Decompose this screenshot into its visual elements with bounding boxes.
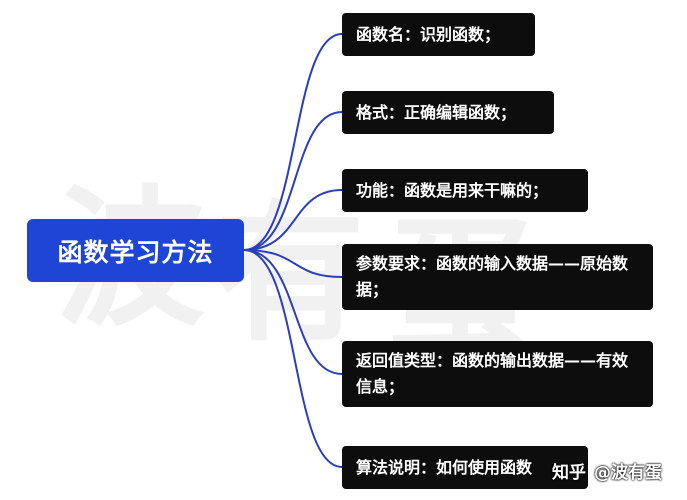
connector-3 (243, 249, 343, 278)
branch-node-label: 算法说明：如何使用函数 (356, 457, 533, 477)
branch-node-label: 返回值类型：函数的输出数据——有效信息； (356, 351, 629, 396)
connector-2 (243, 189, 343, 251)
connector-4 (243, 249, 343, 375)
root-node: 函数学习方法 (27, 219, 244, 282)
root-node-label: 函数学习方法 (57, 237, 214, 267)
source-credit: 知乎 @波有蛋 (552, 458, 662, 483)
branch-node-label: 参数要求：函数的输入数据——原始数据； (356, 254, 629, 299)
branch-node-format: 格式：正确编辑函数； (342, 91, 554, 134)
connector-0 (243, 33, 343, 251)
connector-1 (243, 111, 343, 251)
branch-node-algorithm: 算法说明：如何使用函数 (342, 446, 588, 489)
branch-node-label: 格式：正确编辑函数； (356, 102, 517, 122)
author-handle: @波有蛋 (594, 463, 662, 483)
branch-node-function-name: 函数名：识别函数； (342, 13, 535, 56)
branch-node-return-type: 返回值类型：函数的输出数据——有效信息； (342, 341, 653, 407)
branch-node-parameters: 参数要求：函数的输入数据——原始数据； (342, 244, 653, 310)
branch-node-label: 函数名：识别函数； (356, 24, 501, 44)
zhihu-logo: 知乎 (552, 463, 586, 483)
branch-node-label: 功能：函数是用来干嘛的； (356, 180, 549, 200)
branch-node-function: 功能：函数是用来干嘛的； (342, 169, 588, 212)
connector-5 (243, 249, 343, 468)
